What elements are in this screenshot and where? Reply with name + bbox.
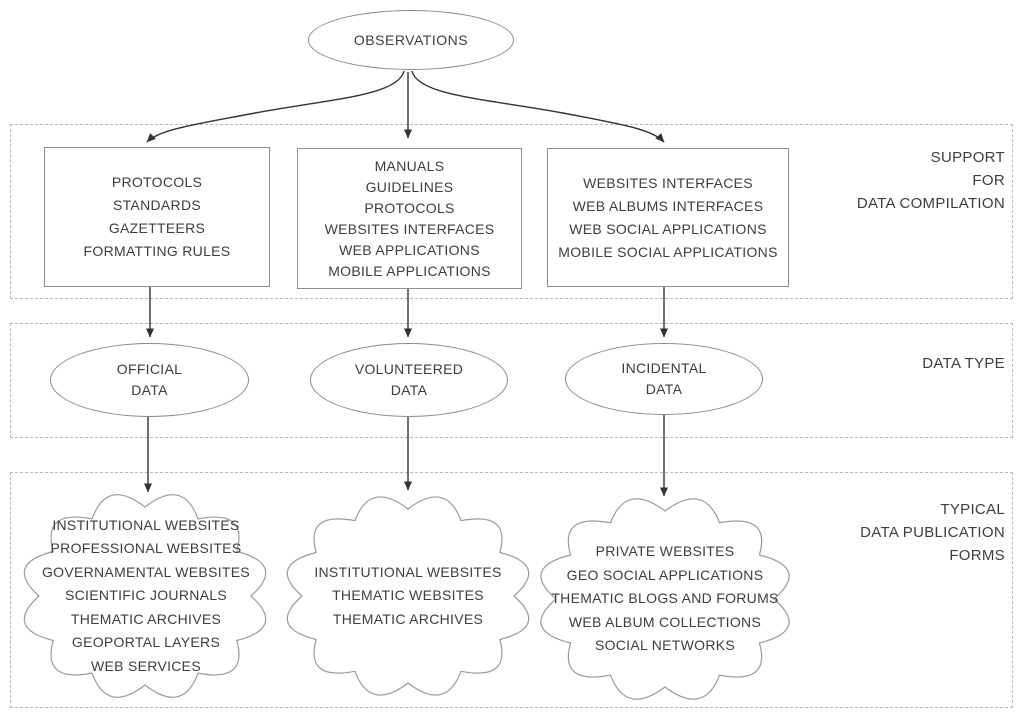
cloud-official-forms xyxy=(23,494,267,698)
cloud-line: GEOPORTAL LAYERS xyxy=(71,634,221,651)
cloud-line: GOVERNAMENTAL WEBSITES xyxy=(41,563,251,580)
box-line: WEB APPLICATIONS xyxy=(339,241,480,258)
cloud-line: SCIENTIFIC JOURNALS xyxy=(64,587,228,604)
cloud-line: PROFESSIONAL WEBSITES xyxy=(50,540,242,557)
box-line: WEB ALBUMS INTERFACES xyxy=(572,197,764,214)
arrow-observations-to-box1 xyxy=(146,70,405,143)
box-line: MANUALS xyxy=(374,157,445,174)
cloud-line: SOCIAL NETWORKS xyxy=(594,637,736,654)
cloud-line: INSTITUTIONAL WEBSITES xyxy=(52,516,240,533)
box-line: PROTOCOLS xyxy=(364,199,455,216)
ellipse-line: DATA xyxy=(390,382,428,398)
section-label-line: DATA COMPILATION xyxy=(856,195,1005,212)
cloud-incidental-forms xyxy=(540,498,790,700)
ellipse-line: INCIDENTAL xyxy=(621,360,707,376)
section-label-publication-forms: TYPICAL DATA PUBLICATION FORMS xyxy=(860,498,1005,567)
cloud-text-official: INSTITUTIONAL WEBSITES PROFESSIONAL WEBS… xyxy=(30,510,262,682)
data-type-incidental: INCIDENTAL DATA xyxy=(565,343,763,415)
support-box-incidental: WEBSITES INTERFACES WEB ALBUMS INTERFACE… xyxy=(547,148,789,287)
cloud-text-volunteered: INSTITUTIONAL WEBSITES THEMATIC WEBSITES… xyxy=(292,520,524,672)
cloud-line: PRIVATE WEBSITES xyxy=(595,543,735,560)
section-label-line: FORMS xyxy=(949,547,1005,564)
observations-label: OBSERVATIONS xyxy=(353,31,469,48)
arrow-observations-to-box3 xyxy=(411,70,665,143)
cloud-line: THEMATIC ARCHIVES xyxy=(70,610,222,627)
section-label-line: TYPICAL xyxy=(940,501,1005,518)
box-line: GAZETTEERS xyxy=(108,220,206,236)
box-line: WEB SOCIAL APPLICATIONS xyxy=(569,220,767,237)
section-label-line: FOR xyxy=(972,172,1005,189)
data-type-official: OFFICIAL DATA xyxy=(50,343,249,417)
data-type-volunteered: VOLUNTEERED DATA xyxy=(310,343,508,417)
box-line: FORMATTING RULES xyxy=(83,243,231,259)
box-line: GUIDELINES xyxy=(365,178,454,195)
ellipse-line: DATA xyxy=(131,382,168,398)
section-label-support: SUPPORT FOR DATA COMPILATION xyxy=(857,146,1005,215)
box-line: MOBILE APPLICATIONS xyxy=(328,262,491,279)
support-section-frame xyxy=(10,124,1013,299)
box-line: PROTOCOLS xyxy=(111,174,203,190)
support-box-volunteered: MANUALS GUIDELINES PROTOCOLS WEBSITES IN… xyxy=(297,148,522,289)
cloud-line: WEB SERVICES xyxy=(91,657,201,674)
section-label-line: DATA PUBLICATION xyxy=(860,524,1005,541)
section-label-data-type: DATA TYPE xyxy=(922,352,1005,375)
cloud-volunteered-forms xyxy=(286,496,530,696)
ellipse-line: OFFICIAL xyxy=(116,361,183,377)
ellipse-line: DATA xyxy=(645,381,683,397)
cloud-line: INSTITUTIONAL WEBSITES xyxy=(314,563,502,580)
cloud-line: GEO SOCIAL APPLICATIONS xyxy=(566,566,764,583)
box-line: STANDARDS xyxy=(112,197,201,213)
cloud-line: WEB ALBUM COLLECTIONS xyxy=(568,613,762,630)
data-type-section-frame xyxy=(10,323,1013,438)
support-box-official: PROTOCOLS STANDARDS GAZETTEERS FORMATTIN… xyxy=(44,147,270,287)
cloud-line: THEMATIC WEBSITES xyxy=(332,587,484,604)
cloud-line: THEMATIC ARCHIVES xyxy=(332,610,484,627)
cloud-shapes xyxy=(23,494,790,700)
box-line: WEBSITES INTERFACES xyxy=(583,174,753,191)
box-line: MOBILE SOCIAL APPLICATIONS xyxy=(558,243,778,260)
publication-forms-section-frame xyxy=(10,472,1013,708)
section-label-line: SUPPORT xyxy=(930,149,1005,166)
box-line: WEBSITES INTERFACES xyxy=(324,220,495,237)
ellipse-line: VOLUNTEERED xyxy=(354,361,464,377)
section-label-line: DATA TYPE xyxy=(922,355,1005,372)
cloud-text-incidental: PRIVATE WEBSITES GEO SOCIAL APPLICATIONS… xyxy=(548,520,782,678)
observations-node: OBSERVATIONS xyxy=(308,10,514,70)
cloud-line: THEMATIC BLOGS AND FORUMS xyxy=(551,590,779,607)
